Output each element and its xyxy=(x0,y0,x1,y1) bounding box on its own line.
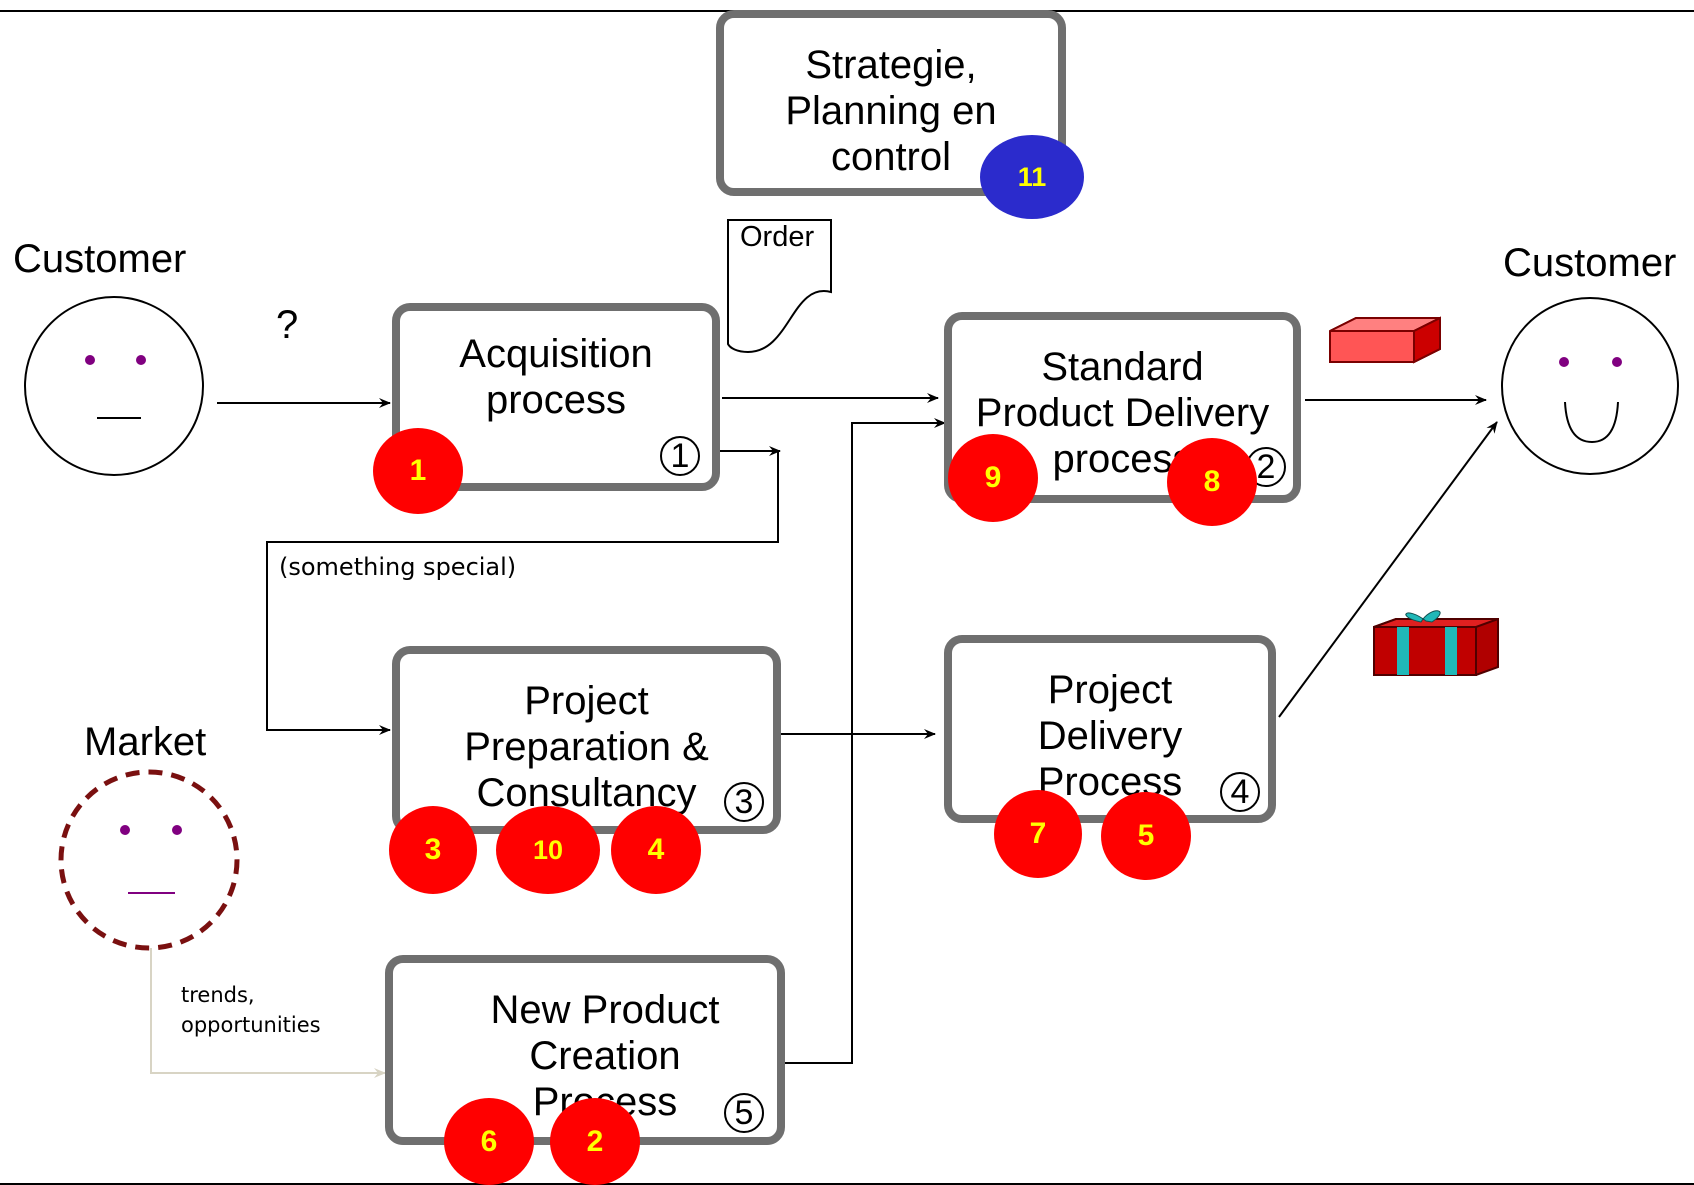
badge-6: 6 xyxy=(444,1098,534,1185)
customer-right-label: Customer xyxy=(1503,241,1677,285)
badge-10: 10 xyxy=(496,806,600,894)
market-label: Market xyxy=(84,720,207,764)
badge-11: 11 xyxy=(980,135,1084,219)
something-special-label: (something special) xyxy=(279,553,517,581)
acquisition-process-box: Acquisition process xyxy=(392,303,720,491)
arrow-project-delivery-to-customer xyxy=(1278,421,1498,718)
badge-4: 4 xyxy=(611,806,701,894)
gift-box-icon xyxy=(1373,610,1499,676)
project-delivery-process-label: Project Delivery Process xyxy=(1037,668,1183,804)
bottom-border-line xyxy=(0,1183,1694,1185)
order-label: Order xyxy=(740,221,815,253)
acquisition-process-label: Acquisition process xyxy=(459,332,653,422)
trends-opportunities-label: trends, opportunities xyxy=(181,983,321,1037)
standard-delivery-process-label: Standard Product Delivery process xyxy=(975,345,1270,481)
process-number-3: 3 xyxy=(724,782,764,822)
badge-9: 9 xyxy=(948,434,1038,522)
order-document-icon xyxy=(727,219,832,354)
red-box-icon xyxy=(1329,316,1441,364)
market-face-icon xyxy=(58,769,240,951)
process-number-4: 4 xyxy=(1220,772,1260,812)
customer-left-face-icon xyxy=(24,296,204,476)
badge-2: 2 xyxy=(550,1098,640,1185)
badge-3: 3 xyxy=(389,806,477,894)
customer-left-label: Customer xyxy=(13,237,187,281)
badge-7: 7 xyxy=(994,790,1082,878)
project-prep-process-label: Project Preparation & Consultancy xyxy=(464,679,709,815)
arrow-market-to-new-product xyxy=(150,948,386,1078)
question-mark-label: ? xyxy=(276,303,299,347)
process-number-1: 1 xyxy=(660,436,700,476)
badge-1: 1 xyxy=(373,428,463,514)
project-prep-process-box: Project Preparation & Consultancy xyxy=(392,646,781,834)
customer-right-face-icon xyxy=(1501,297,1679,475)
strategy-process-box: Strategie, Planning en control xyxy=(716,10,1066,196)
badge-5: 5 xyxy=(1101,792,1191,880)
process-number-5: 5 xyxy=(724,1093,764,1133)
strategy-process-label: Strategie, Planning en control xyxy=(785,43,997,179)
arrow-new-product-to-standard xyxy=(780,418,946,1064)
badge-8: 8 xyxy=(1167,438,1257,526)
